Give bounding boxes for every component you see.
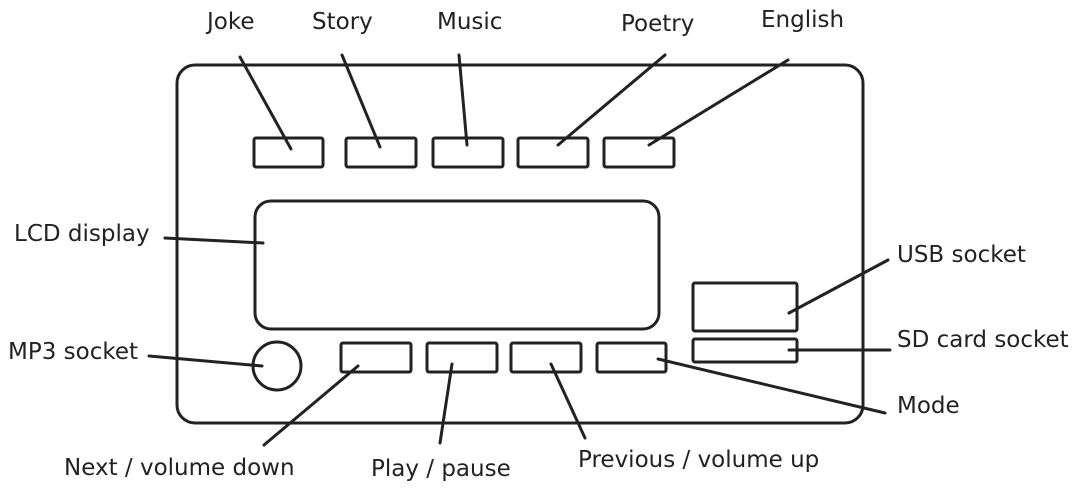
lcd-display xyxy=(253,199,661,331)
lcd-display-label: LCD display xyxy=(14,221,150,247)
play-pause-button[interactable] xyxy=(425,341,499,374)
mode-leader-line xyxy=(656,357,887,415)
mp3-socket-label: MP3 socket xyxy=(8,339,138,365)
english-label: English xyxy=(761,7,844,33)
next-volume-down-leader-line xyxy=(262,364,360,447)
poetry-button[interactable] xyxy=(516,136,590,169)
mode-button[interactable] xyxy=(595,341,668,374)
english-button[interactable] xyxy=(602,136,676,169)
poetry-leader-line xyxy=(556,53,667,147)
previous-volume-up-leader-line xyxy=(549,362,587,440)
previous-volume-up-label: Previous / volume up xyxy=(578,447,819,473)
previous-volume-up-button[interactable] xyxy=(509,341,583,374)
usb-socket[interactable] xyxy=(691,281,799,333)
english-leader-line xyxy=(647,58,790,147)
sd-card-socket-label: SD card socket xyxy=(897,327,1069,353)
music-label: Music xyxy=(437,9,502,35)
usb-socket-label: USB socket xyxy=(897,242,1026,268)
play-pause-leader-line xyxy=(438,362,454,445)
story-button[interactable] xyxy=(344,136,418,169)
joke-leader-line xyxy=(238,55,293,151)
poetry-label: Poetry xyxy=(621,11,694,37)
next-volume-down-button[interactable] xyxy=(339,341,413,374)
music-button[interactable] xyxy=(431,136,505,169)
story-leader-line xyxy=(340,53,382,149)
mode-label: Mode xyxy=(897,393,960,419)
mp3-socket-leader-line xyxy=(147,354,264,368)
joke-label: Joke xyxy=(205,9,255,35)
play-pause-label: Play / pause xyxy=(371,456,511,482)
joke-button[interactable] xyxy=(252,136,325,169)
usb-socket-leader-line xyxy=(787,258,890,315)
next-volume-down-label: Next / volume down xyxy=(64,455,295,481)
music-leader-line xyxy=(457,53,469,147)
story-label: Story xyxy=(312,9,373,35)
lcd-display-leader-line xyxy=(163,236,265,245)
sd-card-socket[interactable] xyxy=(691,337,799,364)
